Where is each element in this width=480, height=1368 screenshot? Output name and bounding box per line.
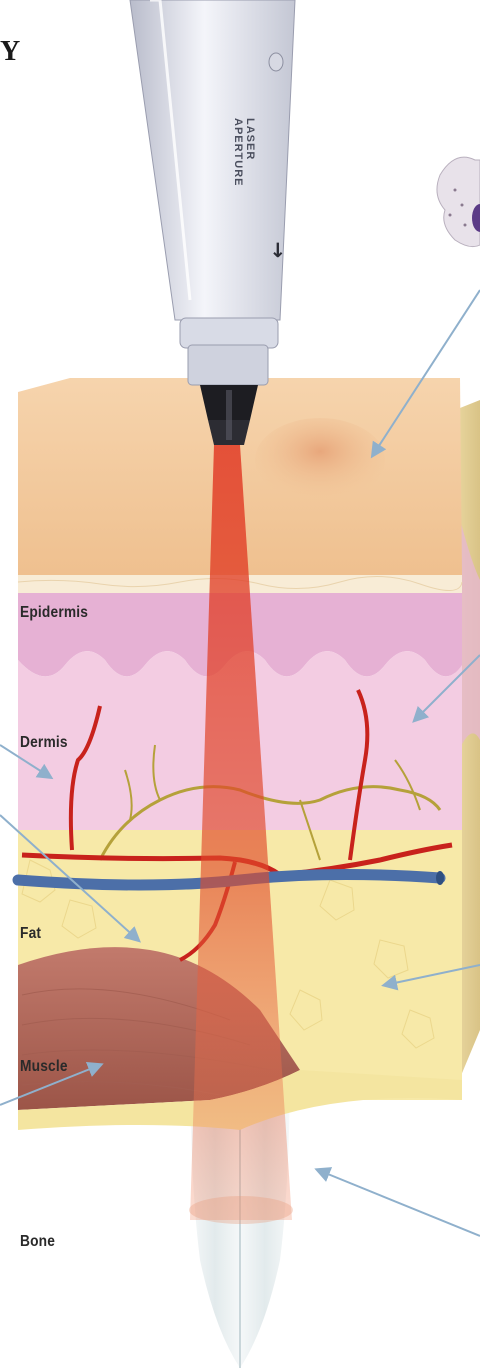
title-fragment: Y	[0, 36, 20, 68]
bone-label: Bone	[20, 1233, 55, 1251]
aperture-line-2: APERTURE	[232, 118, 244, 187]
dermis-label: Dermis	[20, 734, 68, 752]
aperture-line-1: LASER	[244, 118, 256, 187]
epidermis-label: Epidermis	[20, 604, 88, 622]
muscle-label: Muscle	[20, 1058, 68, 1076]
skin-lesion	[255, 418, 385, 502]
macrophage-cell-icon	[437, 157, 480, 247]
aperture-arrow-icon: →	[266, 242, 290, 259]
laser-aperture-label: LASER APERTURE	[232, 118, 256, 187]
fat-label: Fat	[20, 925, 41, 943]
